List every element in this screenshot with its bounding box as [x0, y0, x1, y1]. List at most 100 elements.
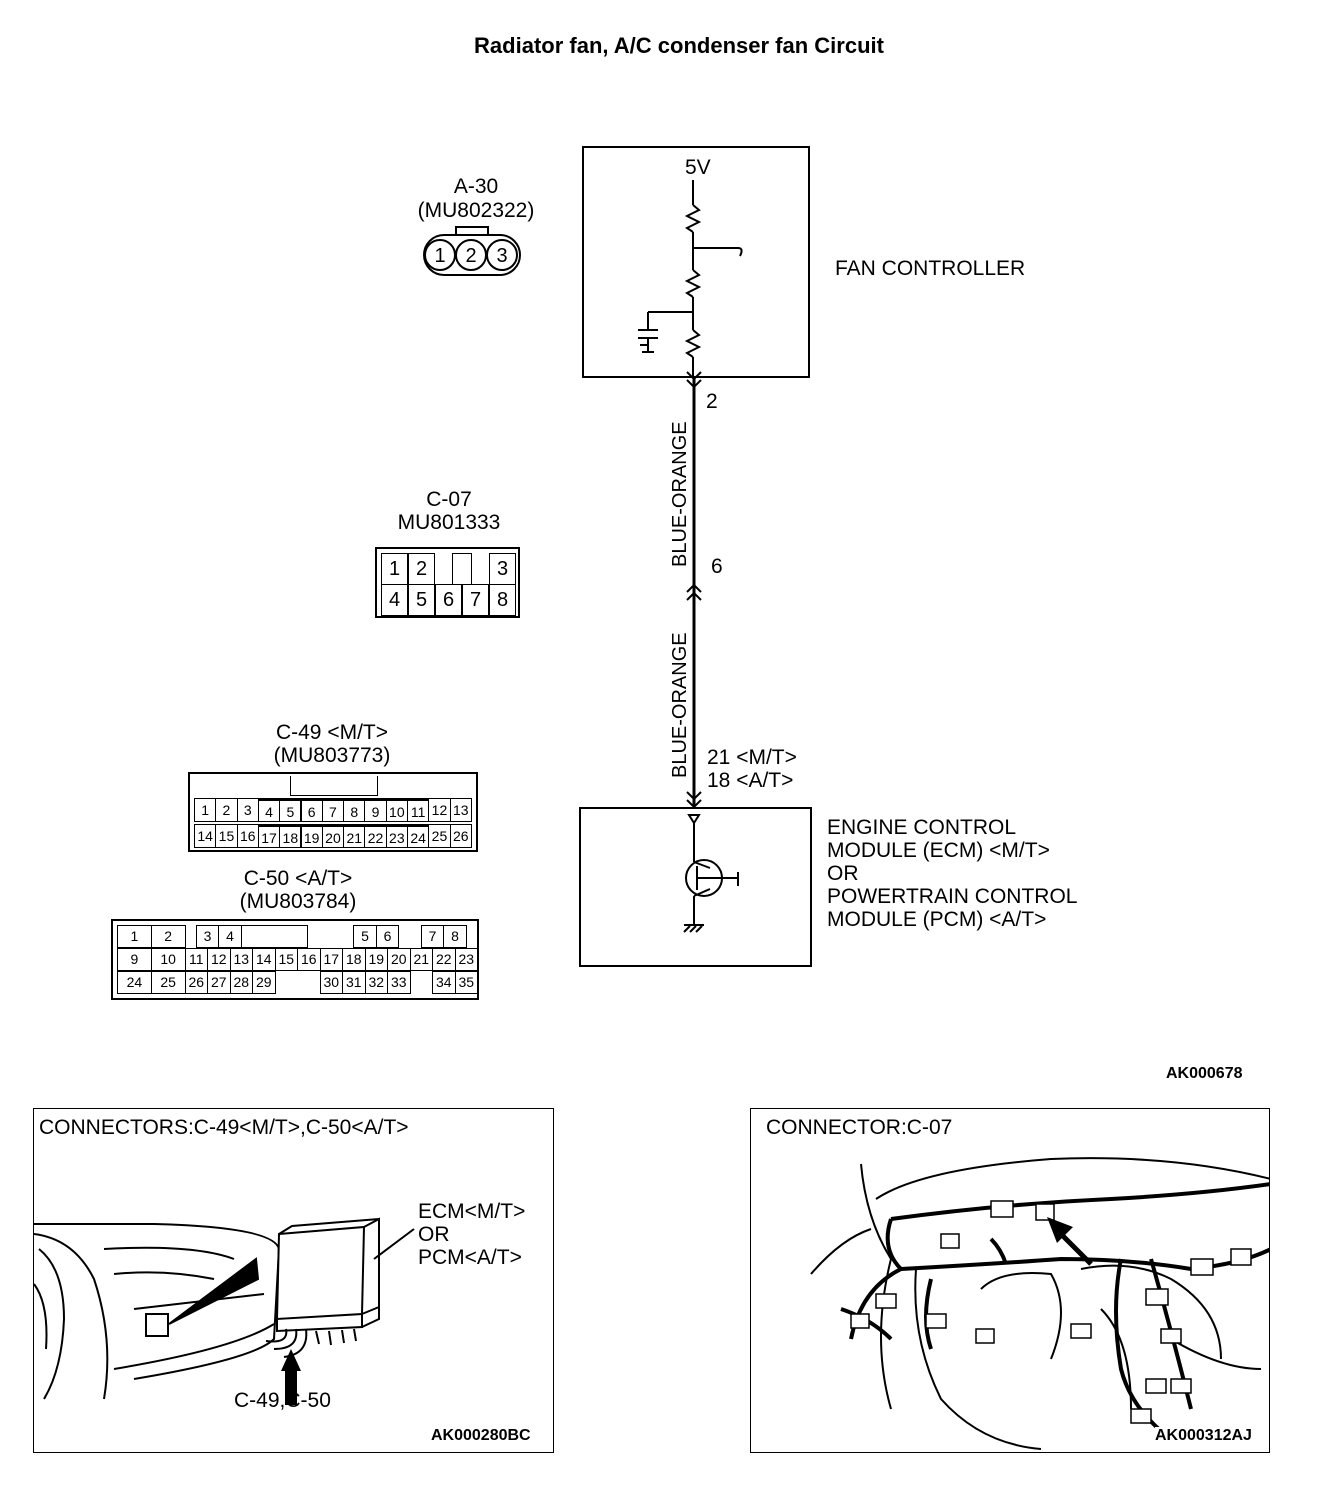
c50-pin: 35 — [454, 971, 478, 994]
c50-pin: 21 — [409, 948, 433, 971]
c50-pin: 19 — [364, 948, 388, 971]
fan-controller-box — [582, 146, 810, 378]
fan-controller-internal — [638, 180, 743, 377]
c49-pin: 23 — [385, 824, 408, 848]
panel-left-ecm-3: PCM<A/T> — [418, 1246, 522, 1269]
c07-pin: 3 — [489, 553, 516, 585]
ecm-label-1: ENGINE CONTROL — [827, 816, 1017, 839]
c50-pin: 22 — [432, 948, 456, 971]
c50-pin: 33 — [387, 971, 411, 994]
c49-pin: 10 — [385, 798, 408, 822]
c07-pin: 8 — [489, 584, 516, 616]
c50-pin: 34 — [432, 971, 456, 994]
terminal-6: 6 — [711, 555, 723, 578]
c07-pin: 5 — [408, 584, 435, 616]
c50-pin: 8 — [443, 925, 467, 948]
terminal-2: 2 — [706, 390, 718, 413]
dashboard-illustration-left — [34, 1217, 415, 1405]
c50-pin: 4 — [218, 925, 242, 948]
c49-pin: 6 — [300, 798, 323, 822]
a30-part: (MU802322) — [417, 199, 535, 222]
panel-left-ecm-1: ECM<M/T> — [418, 1200, 526, 1223]
ecm-terminal-at: 18 <A/T> — [707, 769, 794, 792]
c50-pin: 26 — [184, 971, 208, 994]
c49-pin: 21 — [343, 824, 366, 848]
svg-text:1: 1 — [434, 245, 445, 267]
connector-chevrons — [686, 371, 702, 809]
c50-pin: 10 — [150, 948, 186, 971]
panel-left-title: CONNECTORS:C-49<M/T>,C-50<A/T> — [39, 1116, 409, 1139]
c50-pin: 9 — [117, 948, 152, 971]
wire-color-upper: BLUE-ORANGE — [669, 421, 691, 567]
c50-pin: 25 — [150, 971, 186, 994]
ecm-label-3: OR — [827, 862, 859, 885]
c50-pin: 14 — [252, 948, 276, 971]
c07-pin: 4 — [381, 584, 408, 616]
c49-pin: 17 — [257, 824, 281, 848]
c49-pin: 12 — [428, 798, 451, 822]
c07-pin-blank — [452, 553, 472, 585]
c07-pin: 6 — [435, 584, 462, 616]
c49-pin: 20 — [321, 824, 345, 848]
fan-controller-label: FAN CONTROLLER — [835, 257, 1026, 280]
c49-pin: 4 — [257, 798, 281, 822]
panel-connector-c07: CONNECTOR:C-07 — [750, 1108, 1270, 1453]
c07-connector: 1 2 3 4 5 6 7 8 — [375, 547, 520, 618]
a30-connector-shape — [423, 226, 521, 276]
c50-pin: 16 — [297, 948, 321, 971]
c49-pin: 15 — [215, 824, 238, 848]
panel-right-title: CONNECTOR:C-07 — [766, 1116, 953, 1139]
c07-pin: 7 — [462, 584, 489, 616]
a30-pin-labels: 1 2 3 — [434, 245, 507, 267]
diagram-code: AK000678 — [1166, 1065, 1243, 1082]
c50-pin: 24 — [117, 971, 152, 994]
c49-pin: 19 — [300, 824, 323, 848]
c50-pin: 23 — [454, 948, 478, 971]
panel-right-code: AK000312AJ — [1155, 1427, 1252, 1445]
c49-pin: 2 — [215, 798, 238, 822]
ecm-transistor — [683, 814, 739, 933]
svg-text:2: 2 — [465, 245, 476, 267]
c50-name: C-50 <A/T> — [243, 867, 353, 890]
c50-part: (MU803784) — [239, 890, 357, 913]
ecm-label-2: MODULE (ECM) <M/T> — [827, 839, 1050, 862]
harness-connectors — [850, 1200, 1252, 1424]
c50-pin: 12 — [207, 948, 231, 971]
c50-pin: 29 — [252, 971, 276, 994]
c50-pin: 13 — [229, 948, 253, 971]
c49-pin: 26 — [449, 824, 472, 848]
c49-pin: 24 — [407, 824, 430, 848]
panel-left-code: AK000280BC — [431, 1427, 531, 1444]
c50-pin: 15 — [274, 948, 298, 971]
c50-pin: 28 — [229, 971, 253, 994]
c49-pin: 3 — [236, 798, 259, 822]
c50-pin: 27 — [207, 971, 231, 994]
ecm-label-5: MODULE (PCM) <A/T> — [827, 908, 1047, 931]
c50-pin: 17 — [319, 948, 343, 971]
c49-part: (MU803773) — [273, 744, 391, 767]
c50-pin: 11 — [184, 948, 208, 971]
c49-pin: 13 — [449, 798, 472, 822]
c07-name: C-07 — [426, 488, 472, 511]
c49-pin: 9 — [364, 798, 387, 822]
c50-pin: 18 — [342, 948, 366, 971]
circuit-schematic: 1 2 3 BLUE-ORANGE BLUE-ORANGE — [423, 146, 812, 967]
c07-part: MU801333 — [397, 511, 501, 534]
c49-name: C-49 <M/T> — [275, 721, 389, 744]
ecm-box — [579, 807, 812, 967]
ecm-label-4: POWERTRAIN CONTROL — [827, 885, 1078, 908]
c50-housing-blank — [240, 925, 309, 948]
panel-left-pointer: C-49,C-50 — [234, 1389, 331, 1412]
c07-pin: 1 — [381, 553, 408, 585]
c50-pin: 1 — [117, 925, 152, 948]
c50-pin: 3 — [195, 925, 220, 948]
c50-pin: 32 — [364, 971, 388, 994]
page-title: Radiator fan, A/C condenser fan Circuit — [474, 33, 884, 58]
c49-pin: 7 — [321, 798, 345, 822]
c49-pin: 5 — [279, 798, 302, 822]
ecm-terminal-mt: 21 <M/T> — [707, 746, 797, 769]
c49-pin: 1 — [194, 798, 217, 822]
panel-left-ecm-2: OR — [418, 1223, 450, 1246]
c50-pin: 7 — [420, 925, 445, 948]
